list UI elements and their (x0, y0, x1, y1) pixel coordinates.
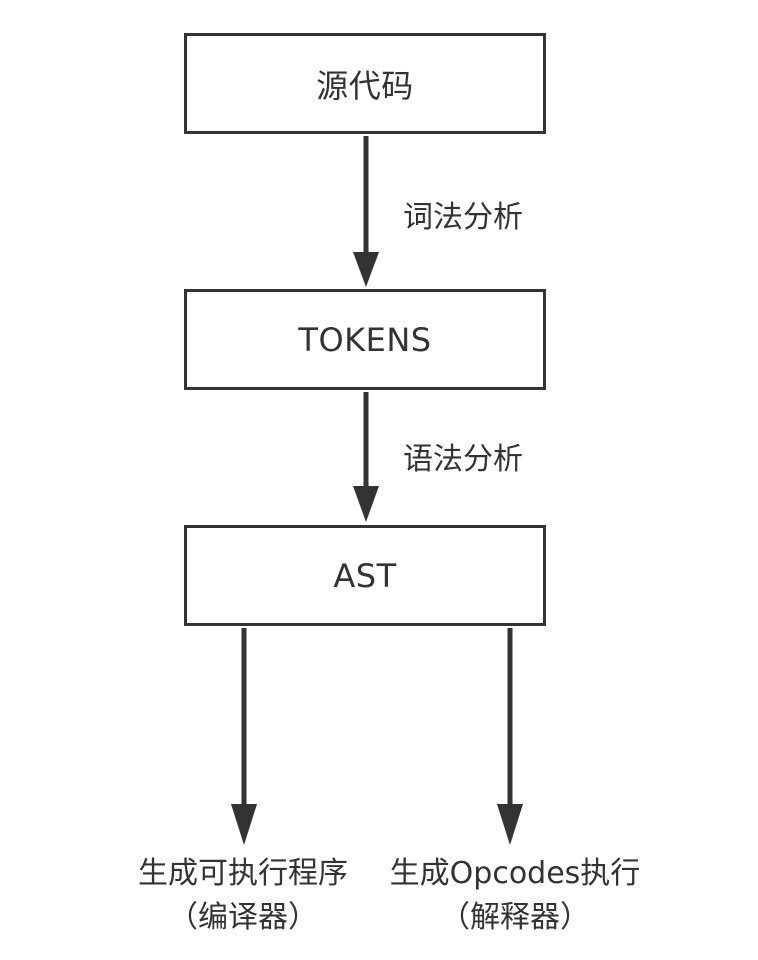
output-interpret-line2: （解释器） (440, 900, 590, 935)
output-compile: 生成可执行程序 （编译器） (110, 852, 376, 940)
output-compile-line1: 生成可执行程序 (138, 856, 348, 891)
arrowhead-compile (231, 804, 257, 845)
node-tokens-label: TOKENS (298, 320, 432, 359)
output-interpret-line1: 生成Opcodes执行 (389, 856, 641, 891)
arrowhead-tokens (353, 252, 379, 287)
node-ast-label: AST (333, 556, 397, 595)
node-source-code-label: 源代码 (316, 66, 414, 105)
node-tokens: TOKENS (184, 289, 546, 390)
edge-label-lexical-analysis: 词法分析 (403, 200, 523, 235)
arrowhead-interpret (497, 804, 523, 845)
node-ast: AST (184, 525, 546, 626)
arrowhead-ast (353, 486, 379, 522)
output-compile-line2: （编译器） (168, 900, 318, 935)
node-source-code: 源代码 (184, 33, 546, 134)
output-interpret: 生成Opcodes执行 （解释器） (370, 852, 660, 940)
edge-label-syntax-analysis: 语法分析 (403, 442, 523, 477)
